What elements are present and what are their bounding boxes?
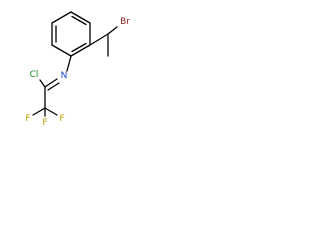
- ring-bond-bottom-left: [51, 44, 72, 57]
- ring-bond-top-right: [70, 11, 91, 24]
- fluorine-atom-label-left: F: [25, 114, 30, 124]
- bond-n-c-double-outer: [44, 78, 58, 88]
- bond-cf3-to-f-left: [32, 107, 46, 116]
- molecule-structure: Br N Cl F F F: [25, 11, 130, 128]
- bond-n-c-double-inner: [47, 82, 60, 91]
- ring-bond-top-left: [51, 11, 72, 24]
- imidoyl-chain: [32, 55, 72, 117]
- ring-double-bond-bottom-right: [71, 42, 87, 53]
- bromoethyl-group: [89, 26, 118, 57]
- nitrogen-atom-label: N: [61, 71, 68, 81]
- bond-cf3-to-f-right: [44, 107, 58, 116]
- fluorine-atom-label-top: F: [42, 118, 47, 128]
- chlorine-atom-label: Cl: [30, 70, 39, 80]
- bond-ch-to-bromine: [107, 26, 118, 35]
- bond-c-to-chlorine: [39, 79, 46, 88]
- bond-ring-to-nitrogen: [66, 55, 72, 72]
- benzene-ring: [51, 11, 91, 57]
- bond-ring-to-ch: [89, 33, 109, 46]
- bromine-atom-label: Br: [120, 17, 130, 27]
- ring-bond-bottom-right: [70, 44, 91, 57]
- fluorine-atom-label-right: F: [59, 114, 64, 124]
- ring-double-bond-top-right: [71, 15, 87, 26]
